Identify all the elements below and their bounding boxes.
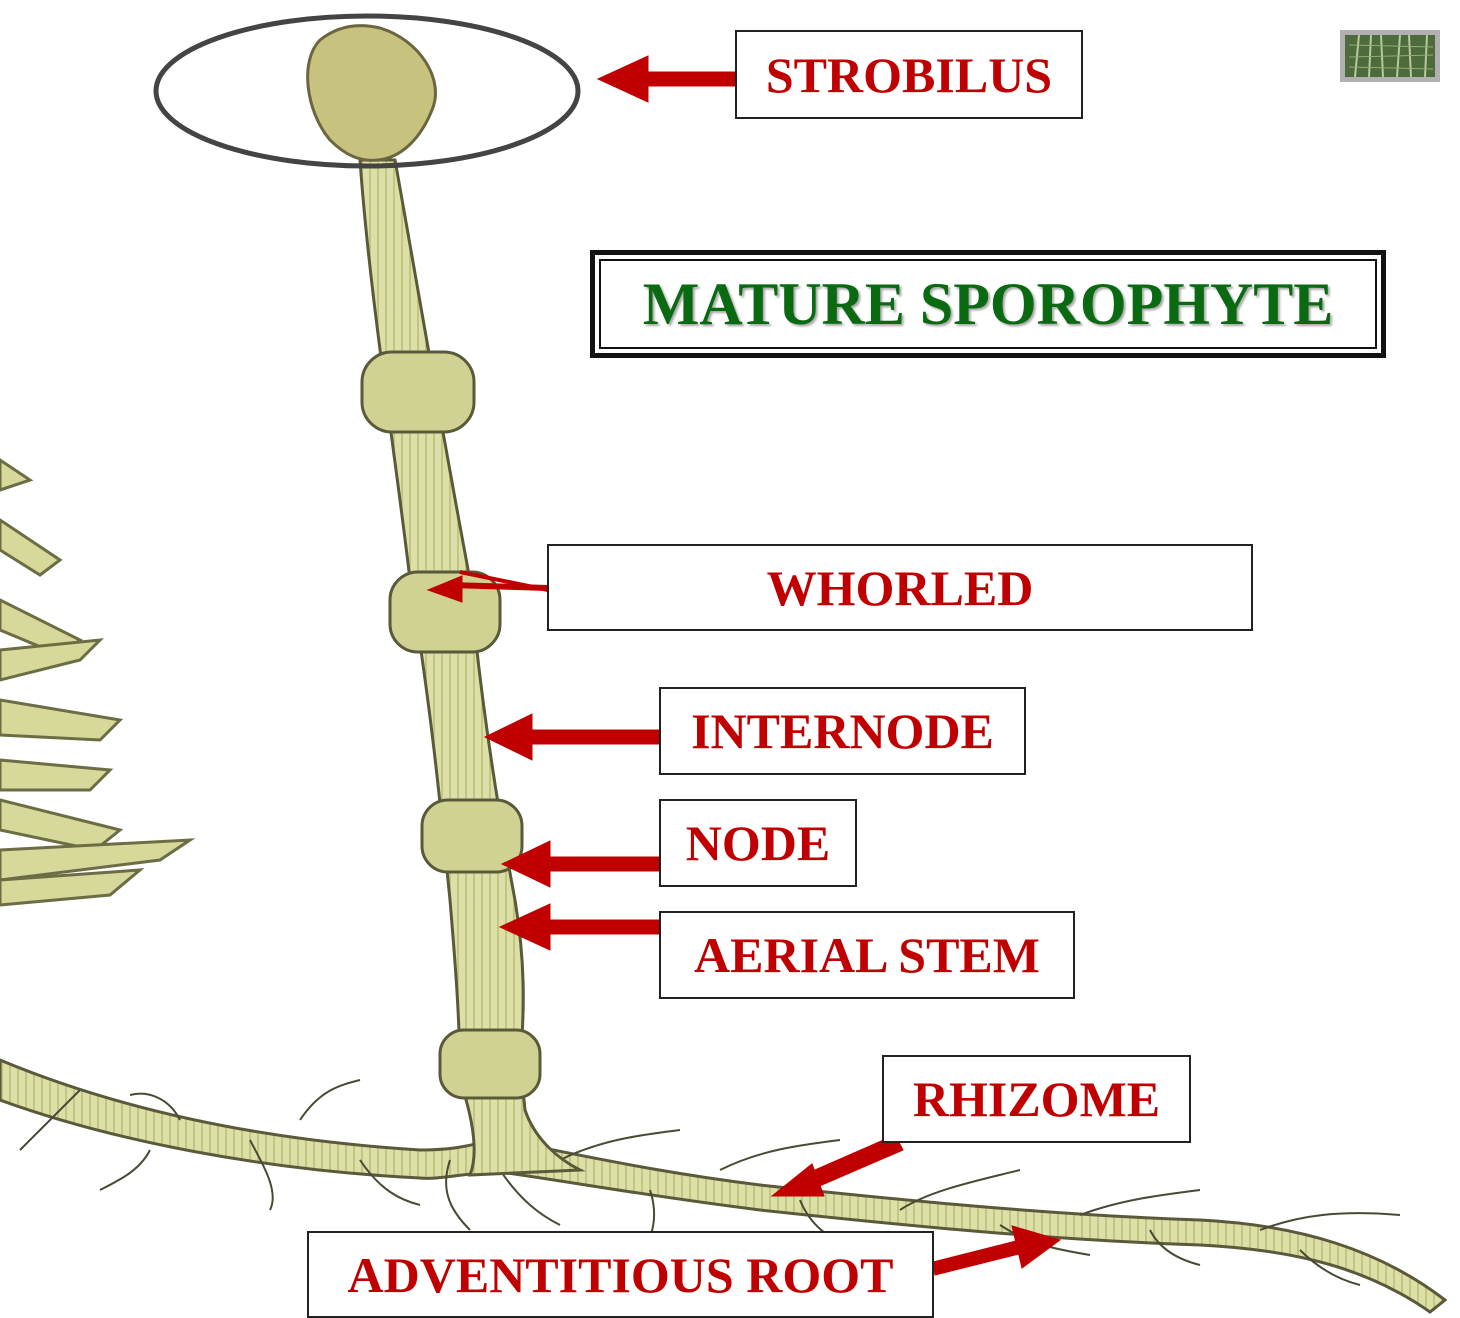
aerial-stem-shape [360,160,580,1175]
label-aerial-stem: AERIAL STEM [659,911,1075,999]
label-adventitious-root: ADVENTITIOUS ROOT [307,1231,934,1318]
label-rhizome: RHIZOME [882,1055,1191,1143]
arrow-strobilus [598,56,738,102]
title-frame: MATURE SPOROPHYTE [590,250,1386,358]
arrow-rhizome [772,1135,903,1196]
diagram-title: MATURE SPOROPHYTE [599,259,1377,349]
label-strobilus: STROBILUS [735,30,1083,119]
arrow-aerial-stem [500,904,660,950]
side-branches [0,460,190,905]
arrow-node [502,841,660,887]
strobilus-cone [308,26,436,161]
label-whorled: WHORLED [547,544,1253,631]
label-node: NODE [659,799,857,887]
horsetail-photo-thumbnail-icon [1340,30,1440,82]
arrow-internode [485,714,660,760]
label-internode: INTERNODE [659,687,1026,775]
